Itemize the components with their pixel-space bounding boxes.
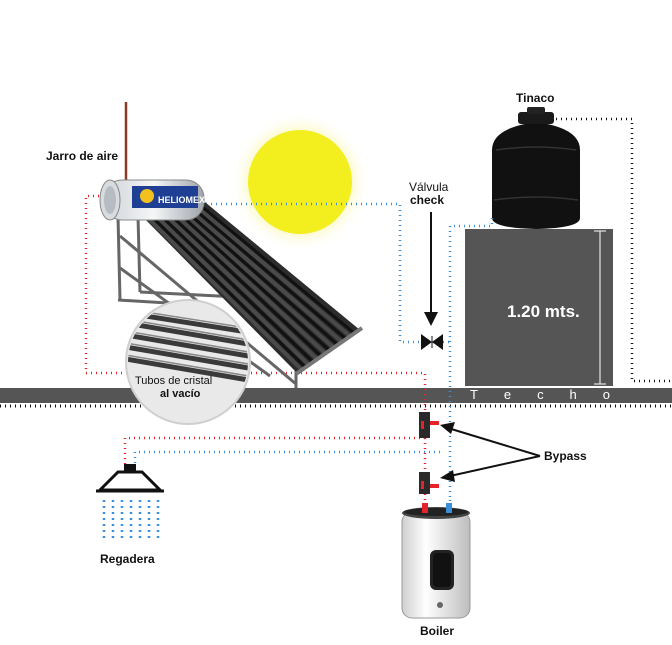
- techo-label: T e c h o: [470, 387, 610, 402]
- valvula-label-line1: Válvula: [409, 180, 449, 194]
- boiler-label: Boiler: [420, 624, 455, 638]
- techo-letter: e: [503, 387, 512, 402]
- check-valve-icon: [421, 334, 443, 350]
- bypass-label: Bypass: [544, 449, 587, 463]
- tinaco-label: Tinaco: [516, 91, 555, 105]
- showerhead-icon: [96, 464, 164, 493]
- tinaco-stand: [465, 229, 613, 386]
- shower-water-drops: [102, 500, 160, 542]
- techo-letter: T: [470, 387, 478, 402]
- regadera-label: Regadera: [100, 552, 155, 566]
- jarro-de-aire-label: Jarro de aire: [46, 149, 119, 163]
- bypass-arrow-head-lower: [440, 470, 455, 482]
- brand-label: HELIOMEX: [158, 195, 205, 205]
- glass-tubes-inset: [125, 299, 251, 425]
- tubos-label-line1: Tubos de cristal: [135, 375, 213, 387]
- techo-letter: h: [569, 387, 577, 402]
- height-label: 1.20 mts.: [507, 302, 580, 321]
- bypass-fitting-lower: [419, 472, 439, 494]
- techo-letter: o: [602, 387, 610, 402]
- boiler-icon: [401, 503, 471, 619]
- techo-letter: c: [537, 387, 544, 402]
- bypass-fitting-upper: [419, 412, 439, 438]
- bypass-arrow-head-upper: [440, 422, 455, 434]
- valvula-label-line2: check: [410, 193, 445, 207]
- sun-core: [248, 130, 352, 234]
- tubos-label-line2: al vacío: [160, 388, 201, 400]
- valve-arrow-head: [424, 312, 438, 326]
- tinaco-tank: [492, 107, 580, 229]
- bypass-arrows: [447, 427, 541, 477]
- solar-heater: HELIOMEX: [99, 102, 364, 388]
